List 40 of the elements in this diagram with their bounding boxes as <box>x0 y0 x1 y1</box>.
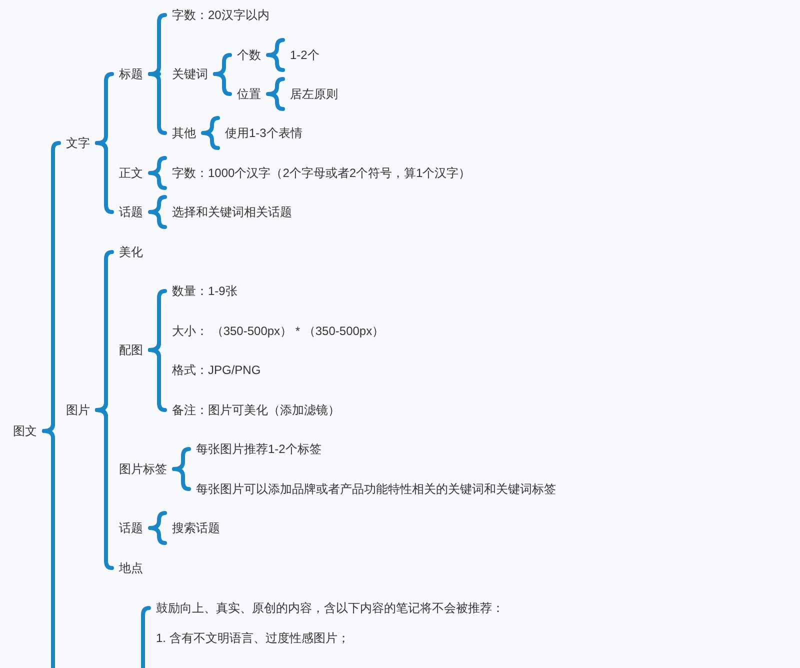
topic-label: 其他 <box>172 125 196 141</box>
topic-label: 数量：1-9张 <box>172 283 238 299</box>
topic-label: 格式：JPG/PNG <box>172 362 261 378</box>
topic-label: 鼓励向上、真实、原创的内容，含以下内容的笔记将不会被推荐： <box>156 600 504 616</box>
topic-label: 1-2个 <box>290 47 320 63</box>
brace-connector <box>148 195 167 229</box>
topic-label: 每张图片可以添加品牌或者产品功能特性相关的关键词和关键词标签 <box>196 481 556 497</box>
topic-label: 选择和关键词相关话题 <box>172 204 292 220</box>
root-topic: 图文 <box>13 423 37 439</box>
topic-label: 图片标签 <box>119 461 167 477</box>
topic-label: 1. 含有不文明语言、过度性感图片； <box>156 630 350 646</box>
topic-label: 字数：1000个汉字（2个字母或者2个符号，算1个汉字） <box>172 165 471 181</box>
topic-label: 居左原则 <box>290 86 338 102</box>
brace-connector <box>42 429 55 668</box>
brace-connector <box>266 38 285 72</box>
topic-label: 图片 <box>66 402 90 418</box>
topic-label: 搜索话题 <box>172 520 220 536</box>
topic-label: 文字 <box>66 135 90 151</box>
brace-connector <box>213 72 232 96</box>
topic-label: 地点 <box>119 560 143 576</box>
topic-label: 位置 <box>237 86 261 102</box>
brace-connector <box>141 636 145 668</box>
brace-connector <box>148 156 167 190</box>
topic-label: 大小： （350-500px） * （350-500px） <box>172 323 384 339</box>
topic-label: 备注：图片可美化（添加滤镜） <box>172 402 340 418</box>
brace-connector <box>148 511 167 545</box>
topic-label: 话题 <box>119 204 143 220</box>
topic-label: 使用1-3个表情 <box>225 125 302 141</box>
brace-connector <box>266 77 285 111</box>
topic-label: 个数 <box>237 47 261 63</box>
topic-label: 正文 <box>119 165 143 181</box>
topic-label: 标题 <box>119 66 143 82</box>
topic-label: 美化 <box>119 244 143 260</box>
topic-label: 字数：20汉字以内 <box>172 7 270 23</box>
topic-label: 每张图片推荐1-2个标签 <box>196 441 322 457</box>
brace-connector <box>201 116 220 150</box>
topic-label: 话题 <box>119 520 143 536</box>
topic-label: 关键词 <box>172 66 208 82</box>
topic-label: 配图 <box>119 342 143 358</box>
brace-connector <box>172 467 191 491</box>
